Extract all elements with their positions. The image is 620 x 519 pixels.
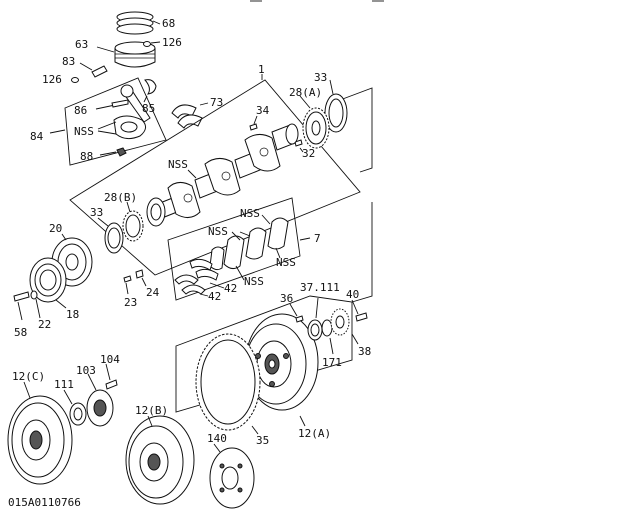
label-171: 171 bbox=[322, 356, 342, 369]
label-nss: NSS bbox=[244, 275, 264, 288]
label-33: 33 bbox=[90, 206, 103, 219]
crank-gear-b bbox=[122, 210, 144, 242]
pin-24 bbox=[135, 269, 144, 279]
label-38: 38 bbox=[358, 345, 371, 358]
part-labels: 68 63 126 83 126 86 85 84 NSS 88 73 1 33… bbox=[8, 17, 371, 509]
crank-pulley bbox=[29, 257, 67, 303]
snap-ring-171 bbox=[321, 319, 333, 337]
flywheel-bolt bbox=[355, 312, 368, 322]
label-86: 86 bbox=[74, 104, 87, 117]
crankshaft bbox=[146, 123, 299, 227]
label-34: 34 bbox=[256, 104, 270, 117]
label-126: 126 bbox=[42, 73, 62, 86]
bolt-washer bbox=[30, 290, 38, 300]
label-104: 104 bbox=[100, 353, 120, 366]
bearing-111 bbox=[69, 402, 87, 426]
oil-seal-front bbox=[104, 222, 124, 254]
label-12b: 12(B) bbox=[135, 404, 168, 417]
rod-nut bbox=[116, 147, 127, 157]
label-22: 22 bbox=[38, 318, 51, 331]
dowel-pin bbox=[249, 123, 258, 131]
ring-gear bbox=[195, 333, 261, 431]
label-18: 18 bbox=[66, 308, 79, 321]
flywheel-pin bbox=[295, 315, 304, 323]
label-42: 42 bbox=[208, 290, 221, 303]
label-111: 111 bbox=[54, 378, 74, 391]
pulley-c bbox=[7, 395, 73, 485]
oil-seal-rear bbox=[324, 93, 348, 133]
flywheel-frame bbox=[175, 295, 353, 413]
label-28b: 28(B) bbox=[104, 191, 137, 204]
piston-pin bbox=[91, 65, 108, 78]
connecting-rod bbox=[113, 84, 151, 140]
bearing-set-frame bbox=[167, 197, 301, 301]
label-88: 88 bbox=[80, 150, 93, 163]
label-103: 103 bbox=[76, 364, 96, 377]
retainer-bolt bbox=[105, 379, 118, 390]
label-32: 32 bbox=[302, 147, 315, 160]
label-140: 140 bbox=[207, 432, 227, 445]
pulley-bolt bbox=[13, 291, 30, 302]
label-nss: NSS bbox=[168, 158, 188, 171]
label-24: 24 bbox=[146, 286, 160, 299]
label-73: 73 bbox=[210, 96, 223, 109]
label-85: 85 bbox=[142, 102, 155, 115]
main-bearing-set bbox=[209, 217, 289, 271]
label-1: 1 bbox=[258, 63, 265, 76]
snap-ring bbox=[71, 77, 79, 83]
flex-plate bbox=[330, 308, 350, 336]
thrust-bearings bbox=[174, 258, 219, 295]
label-33: 33 bbox=[314, 71, 327, 84]
label-63: 63 bbox=[75, 38, 88, 51]
crank-gear-a bbox=[302, 107, 330, 149]
label-7: 7 bbox=[314, 232, 321, 245]
label-126: 126 bbox=[162, 36, 182, 49]
pin-23 bbox=[123, 275, 132, 283]
label-40: 40 bbox=[346, 288, 359, 301]
label-nss: NSS bbox=[74, 125, 94, 138]
label-nss: NSS bbox=[240, 207, 260, 220]
connecting-rod-frame bbox=[64, 77, 167, 166]
piston-rings bbox=[116, 11, 154, 35]
retainer-plate bbox=[86, 389, 114, 427]
label-68: 68 bbox=[162, 17, 175, 30]
label-nss: NSS bbox=[276, 256, 296, 269]
adapter-plate bbox=[209, 447, 255, 509]
diagram-code: 015A0110766 bbox=[8, 496, 81, 509]
label-36: 36 bbox=[280, 292, 293, 305]
crankshaft-frame bbox=[69, 79, 361, 276]
label-83: 83 bbox=[62, 55, 75, 68]
label-42: 42 bbox=[224, 282, 237, 295]
label-23: 23 bbox=[124, 296, 137, 309]
label-28a: 28(A) bbox=[289, 86, 322, 99]
label-37-111: 37.111 bbox=[300, 281, 340, 294]
label-58: 58 bbox=[14, 326, 27, 339]
key-pin bbox=[294, 139, 303, 147]
label-12c: 12(C) bbox=[12, 370, 45, 383]
label-12a: 12(A) bbox=[298, 427, 331, 440]
thrust-washer bbox=[171, 104, 203, 129]
pilot-bearing bbox=[307, 319, 323, 341]
rod-bolt bbox=[111, 99, 129, 108]
flywheel-a bbox=[245, 313, 319, 411]
label-84: 84 bbox=[30, 130, 44, 143]
label-nss: NSS bbox=[208, 225, 228, 238]
label-35: 35 bbox=[256, 434, 269, 447]
piston bbox=[114, 41, 156, 68]
label-20: 20 bbox=[49, 222, 62, 235]
small-end-bushing bbox=[144, 79, 157, 95]
snap-ring bbox=[143, 41, 151, 47]
pulley-b bbox=[125, 415, 195, 505]
